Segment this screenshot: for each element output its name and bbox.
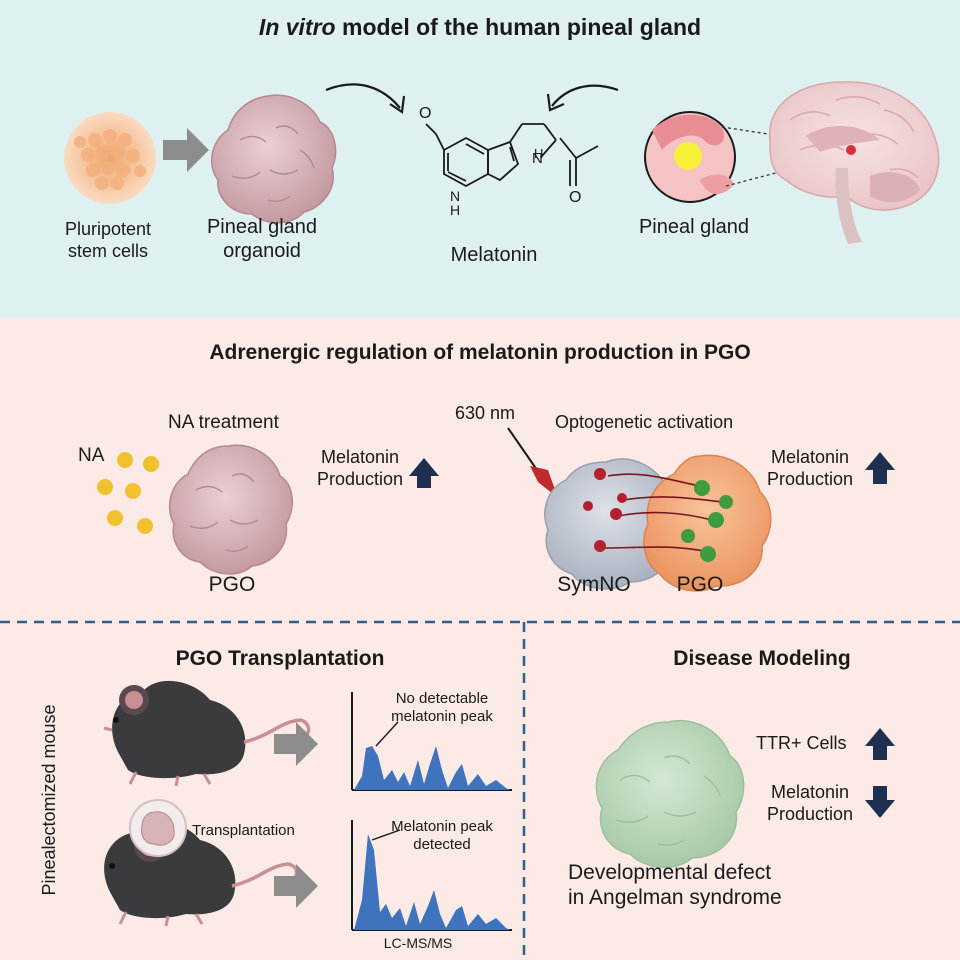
ttr-cells-label: TTR+ Cells	[756, 733, 847, 753]
gray-right-arrow-icon	[163, 128, 209, 172]
pgo-right-label: PGO	[676, 573, 724, 596]
stem-cells-label-line1: Pluripotent	[64, 219, 152, 239]
symno-label: SymNO	[557, 573, 631, 596]
main-title: In vitro model of the human pineal gland	[259, 14, 701, 42]
pgo-organoid-icon	[168, 444, 293, 575]
disease-effect-line2: Production	[766, 803, 854, 824]
laser-pointer-icon	[507, 427, 558, 498]
right-effect-line1: Melatonin	[770, 447, 850, 467]
green-cells-icon	[681, 480, 733, 562]
brain-icon	[769, 81, 940, 244]
curved-arrow-left-icon	[325, 83, 401, 109]
disease-organoid-icon	[595, 720, 745, 869]
left-effect-line1: Melatonin	[320, 447, 400, 467]
stem-cells-label-line2: stem cells	[67, 240, 148, 261]
atom-n-amide: N	[532, 150, 543, 167]
main-title-italic: In vitro	[258, 14, 336, 40]
gray-right-arrow-icon	[274, 864, 318, 908]
disease-effect-line1: Melatonin	[770, 782, 850, 802]
pinealectomized-mouse-label: Pinealectomized mouse	[39, 704, 60, 896]
chromatogram-bottom	[351, 820, 512, 931]
atom-h-amide: H	[534, 146, 544, 161]
lcms-axis-label: LC-MS/MS	[383, 935, 453, 951]
transplantation-label: Transplantation	[192, 822, 295, 839]
pineal-gland-zoom-icon	[644, 111, 849, 203]
transplantation-heading: PGO Transplantation	[175, 647, 385, 670]
na-molecule-dots-icon	[97, 452, 159, 534]
disease-heading: Disease Modeling	[673, 647, 851, 670]
annotation-no-peak-line2: melatonin peak	[391, 708, 493, 725]
pineal-gland-label: Pineal gland	[638, 216, 750, 238]
red-neurons-icon	[583, 468, 627, 552]
melatonin-label: Melatonin	[450, 244, 538, 266]
na-treatment-label: NA treatment	[168, 412, 279, 433]
navy-down-arrow-icon	[865, 786, 895, 818]
na-label: NA	[78, 445, 105, 466]
wavelength-label: 630 nm	[455, 403, 516, 423]
left-effect-line2: Production	[316, 468, 404, 489]
middle-heading: Adrenergic regulation of melatonin produ…	[209, 341, 751, 364]
main-title-rest: model of the human pineal gland	[335, 14, 702, 40]
neuron-connections	[603, 473, 723, 553]
defect-line1: Developmental defect	[568, 861, 772, 884]
atom-n-ring: N	[450, 188, 461, 204]
pgo-left-label: PGO	[208, 573, 256, 596]
gray-right-arrow-icon	[274, 722, 318, 766]
organoid-label-line2: organoid	[223, 240, 301, 262]
organoid-icon	[210, 94, 337, 224]
pgo-orange-organoid-icon	[643, 454, 772, 592]
annotation-no-peak-line1: No detectable	[395, 690, 489, 707]
navy-up-arrow-icon	[409, 458, 439, 488]
right-effect-line2: Production	[766, 468, 854, 489]
atom-h-ring: H	[450, 202, 461, 218]
stem-cell-cluster-icon	[64, 112, 156, 204]
navy-up-arrow-icon	[865, 728, 895, 760]
navy-up-arrow-icon	[865, 452, 895, 484]
melatonin-molecule-icon	[425, 123, 599, 188]
atom-o-top: O	[419, 105, 432, 122]
defect-line2: in Angelman syndrome	[568, 886, 782, 910]
mouse-icon	[104, 799, 299, 927]
annotation-peak-line2: detected	[413, 836, 471, 853]
mouse-icon	[103, 680, 311, 787]
curved-arrow-right-icon	[551, 84, 619, 107]
atom-o-carbonyl: O	[569, 189, 582, 206]
annotation-peak-line1: Melatonin peak	[391, 818, 493, 835]
organoid-label-line1: Pineal gland	[206, 216, 318, 238]
optogenetic-label: Optogenetic activation	[555, 412, 734, 432]
chromatogram-top	[351, 692, 512, 791]
